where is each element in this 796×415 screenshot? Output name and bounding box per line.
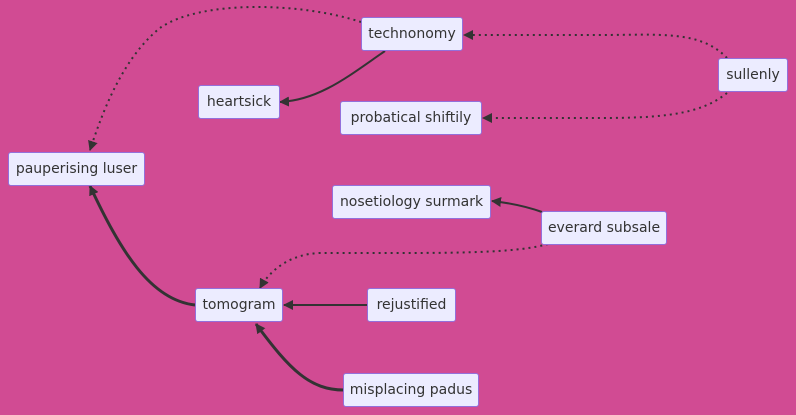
node-technonomy[interactable]: technonomy [361,17,463,51]
node-sullenly[interactable]: sullenly [718,58,788,92]
node-label: tomogram [202,297,276,313]
edge-sullenly-to-probatical-shiftily [482,92,728,123]
node-label: pauperising luser [15,161,138,177]
node-label: probatical shiftily [350,110,472,126]
edge-everard-subsale-to-nosetiology-surmark [491,197,543,213]
edge-tomogram-to-pauperising-luser [88,185,196,307]
node-label: misplacing padus [349,382,473,398]
node-pauperising-luser[interactable]: pauperising luser [8,152,145,186]
node-label: rejustified [376,297,447,313]
edge-sullenly-to-technonomy [463,30,728,59]
node-everard-subsale[interactable]: everard subsale [541,211,667,245]
node-label: sullenly [726,67,780,83]
edge-technonomy-to-heartsick [279,50,386,107]
node-rejustified[interactable]: rejustified [367,288,456,322]
node-label: heartsick [206,94,272,110]
node-tomogram[interactable]: tomogram [195,288,283,322]
edge-technonomy-to-pauperising-luser [88,5,362,151]
edge-everard-subsale-to-tomogram [259,243,549,289]
node-label: nosetiology surmark [339,194,484,210]
node-probatical-shiftily[interactable]: probatical shiftily [340,101,482,135]
node-heartsick[interactable]: heartsick [198,85,280,119]
edge-misplacing-padus-to-tomogram [254,323,345,392]
node-nosetiology-surmark[interactable]: nosetiology surmark [332,185,491,219]
node-misplacing-padus[interactable]: misplacing padus [343,373,479,407]
node-label: technonomy [368,26,456,42]
node-label: everard subsale [547,220,661,236]
